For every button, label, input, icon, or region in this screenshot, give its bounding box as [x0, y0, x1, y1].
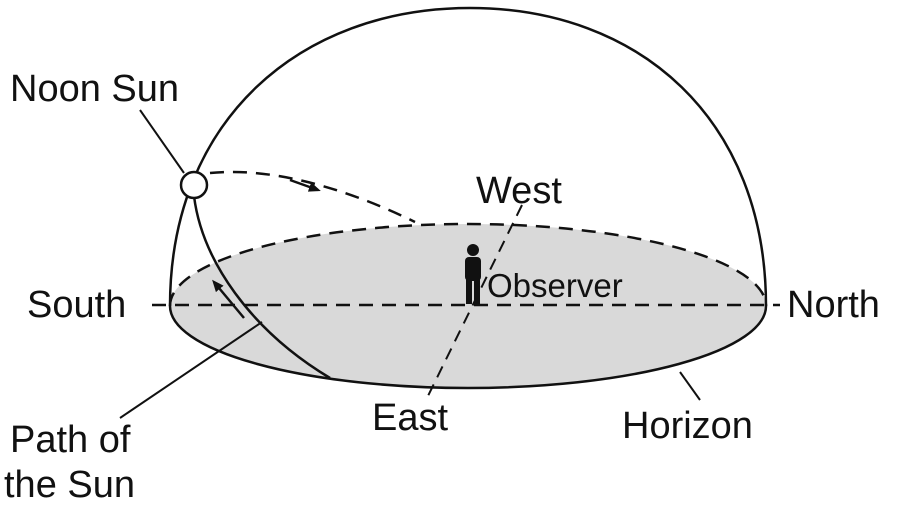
- path-of-sun-label-line1: Path of: [10, 419, 131, 461]
- south-label: South: [27, 284, 126, 326]
- horizon-label: Horizon: [622, 405, 753, 447]
- noon-sun-icon: [179, 170, 209, 200]
- path-of-sun-leader: [119, 321, 263, 419]
- east-label: East: [372, 397, 448, 439]
- observer-label: Observer: [487, 267, 623, 304]
- noon-sun-label: Noon Sun: [10, 68, 179, 110]
- sun-path-arrow-rising: [212, 279, 245, 319]
- horizon-back-edge: [168, 222, 768, 307]
- observer-figure: [465, 244, 481, 304]
- sky-dome: [168, 6, 768, 307]
- horizon-front-edge: [168, 305, 768, 390]
- north-label: North: [787, 284, 880, 326]
- sun-path-setting: [209, 170, 416, 224]
- sun-path-rising: [192, 195, 331, 380]
- noon-sun-leader: [139, 109, 185, 174]
- sun-path-arrow-setting: [289, 178, 321, 192]
- horizon-leader: [679, 371, 701, 401]
- west-label: West: [476, 170, 562, 212]
- horizon-plane: [170, 224, 766, 388]
- path-of-sun-label-line2: the Sun: [4, 464, 135, 506]
